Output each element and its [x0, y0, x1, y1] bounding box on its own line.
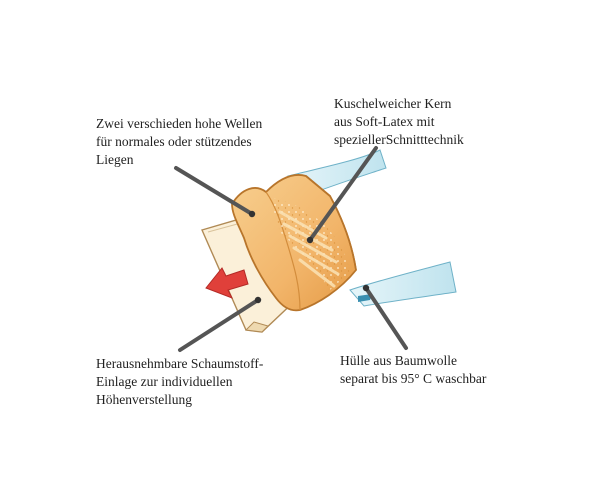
label-waves: Zwei verschieden hohe Wellen für normale…: [96, 115, 262, 169]
label-waves-line-1: Zwei verschieden hohe Wellen: [96, 115, 262, 133]
label-cover-line-1: Hülle aus Baumwolle: [340, 352, 486, 370]
label-insert: Herausnehmbare Schaumstoff- Einlage zur …: [96, 355, 263, 409]
label-core: Kuschelweicher Kern aus Soft-Latex mit s…: [334, 95, 464, 149]
label-core-line-3: speziellerSchnitttechnik: [334, 131, 464, 149]
label-insert-line-2: Einlage zur individuellen: [96, 373, 263, 391]
label-waves-line-2: für normales oder stützendes: [96, 133, 262, 151]
pointer-waves: [176, 168, 252, 214]
label-cover-line-2: separat bis 95° C waschbar: [340, 370, 486, 388]
label-waves-line-3: Liegen: [96, 151, 262, 169]
label-cover: Hülle aus Baumwolle separat bis 95° C wa…: [340, 352, 486, 388]
cover-bottom: [350, 262, 456, 306]
label-core-line-1: Kuschelweicher Kern: [334, 95, 464, 113]
label-core-line-2: aus Soft-Latex mit: [334, 113, 464, 131]
label-insert-line-3: Höhenverstellung: [96, 391, 263, 409]
label-insert-line-1: Herausnehmbare Schaumstoff-: [96, 355, 263, 373]
